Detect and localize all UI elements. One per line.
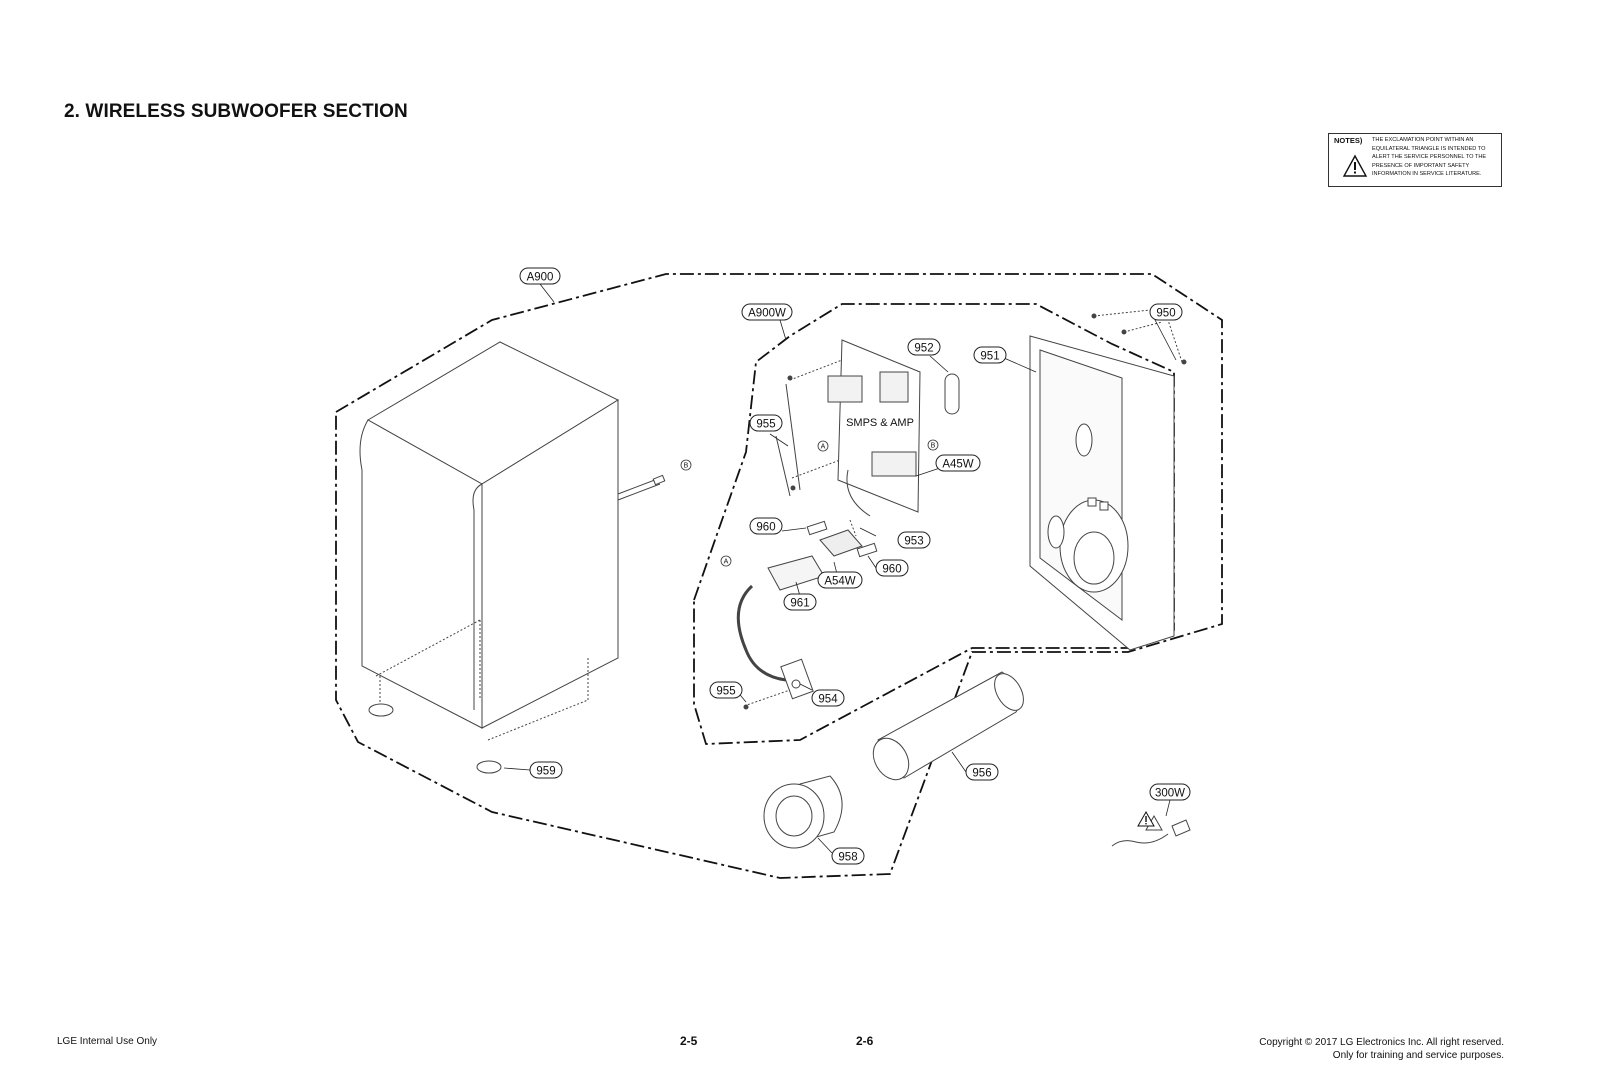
callout-a900w: A900W <box>741 303 793 321</box>
foot-pad-left <box>368 703 394 717</box>
copyright-line-1: Copyright © 2017 LG Electronics Inc. All… <box>1259 1037 1504 1048</box>
callout-a45w: A45W <box>935 454 981 472</box>
svg-text:300W: 300W <box>1155 788 1185 800</box>
svg-text:958: 958 <box>838 852 857 864</box>
connector-marker-b-left: B <box>680 459 692 471</box>
page-number-left: 2-5 <box>680 1034 698 1048</box>
a900-assembly-boundary <box>335 273 1223 879</box>
svg-text:A: A <box>821 444 826 451</box>
svg-text:955: 955 <box>756 419 775 431</box>
callout-952: 952 <box>907 338 941 356</box>
callout-950: 950 <box>1149 303 1183 321</box>
callout-954: 954 <box>811 689 845 707</box>
callout-959: 959 <box>529 761 563 779</box>
svg-text:A54W: A54W <box>824 576 855 588</box>
svg-text:B: B <box>931 443 936 450</box>
connector-marker-a-board: A <box>817 440 829 452</box>
cabinet-box <box>359 341 661 741</box>
notes-box: NOTES) THE EXCLAMATION POINT WITHIN AN E… <box>1328 133 1502 187</box>
page-number-right: 2-6 <box>856 1034 874 1048</box>
cable-harness-954 <box>736 584 814 710</box>
svg-text:951: 951 <box>980 351 999 363</box>
callout-955-top: 955 <box>749 414 783 432</box>
callout-960-left: 960 <box>749 517 783 535</box>
svg-text:953: 953 <box>904 536 923 548</box>
callout-960-right: 960 <box>875 559 909 577</box>
foot-pad-bottom <box>476 760 502 774</box>
svg-text:956: 956 <box>972 768 991 780</box>
svg-text:A45W: A45W <box>942 459 973 471</box>
footer-internal-use: LGE Internal Use Only <box>57 1036 158 1047</box>
callout-a54w: A54W <box>817 571 863 589</box>
callout-956: 956 <box>965 763 999 781</box>
part-952-oval <box>944 373 960 415</box>
notes-label: NOTES) <box>1334 136 1363 145</box>
footer-copyright: Copyright © 2017 LG Electronics Inc. All… <box>1259 1036 1504 1062</box>
svg-text:A900: A900 <box>527 272 554 284</box>
callout-a900: A900 <box>519 267 561 285</box>
svg-text:959: 959 <box>536 766 555 778</box>
flange-958 <box>763 775 843 849</box>
a900w-assembly-boundary <box>693 303 1175 745</box>
svg-text:950: 950 <box>1156 308 1175 320</box>
svg-text:955: 955 <box>716 686 735 698</box>
port-tube-956 <box>872 671 1024 781</box>
svg-text:A: A <box>724 559 729 566</box>
callout-955-bottom: 955 <box>709 681 743 699</box>
board-label: SMPS & AMP <box>846 417 914 429</box>
callout-300w: 300W <box>1149 783 1191 801</box>
callout-953: 953 <box>897 531 931 549</box>
screw-955-set <box>775 375 801 497</box>
callout-951: 951 <box>973 346 1007 364</box>
connector-marker-b-right: B <box>927 439 939 451</box>
safety-warning-icon <box>1137 810 1155 827</box>
svg-text:961: 961 <box>790 598 809 610</box>
callout-958: 958 <box>831 847 865 865</box>
svg-text:A900W: A900W <box>748 308 786 320</box>
warning-triangle-icon <box>1342 154 1368 177</box>
cable-connector-b <box>652 474 666 486</box>
callout-961: 961 <box>783 593 817 611</box>
small-modules <box>767 519 878 591</box>
connector-marker-a-cable: A <box>720 555 732 567</box>
svg-text:954: 954 <box>818 694 838 706</box>
leader-lines <box>503 283 1177 854</box>
screws-950 <box>1091 309 1187 365</box>
notes-text: THE EXCLAMATION POINT WITHIN AN EQUILATE… <box>1372 137 1487 178</box>
copyright-line-2: Only for training and service purposes. <box>1332 1050 1504 1061</box>
back-panel <box>1029 335 1175 651</box>
svg-text:960: 960 <box>882 564 901 576</box>
svg-text:B: B <box>684 463 689 470</box>
svg-text:960: 960 <box>756 522 775 534</box>
smps-amp-board <box>789 339 921 517</box>
svg-text:952: 952 <box>914 343 933 355</box>
page-title: 2. WIRELESS SUBWOOFER SECTION <box>64 101 408 122</box>
